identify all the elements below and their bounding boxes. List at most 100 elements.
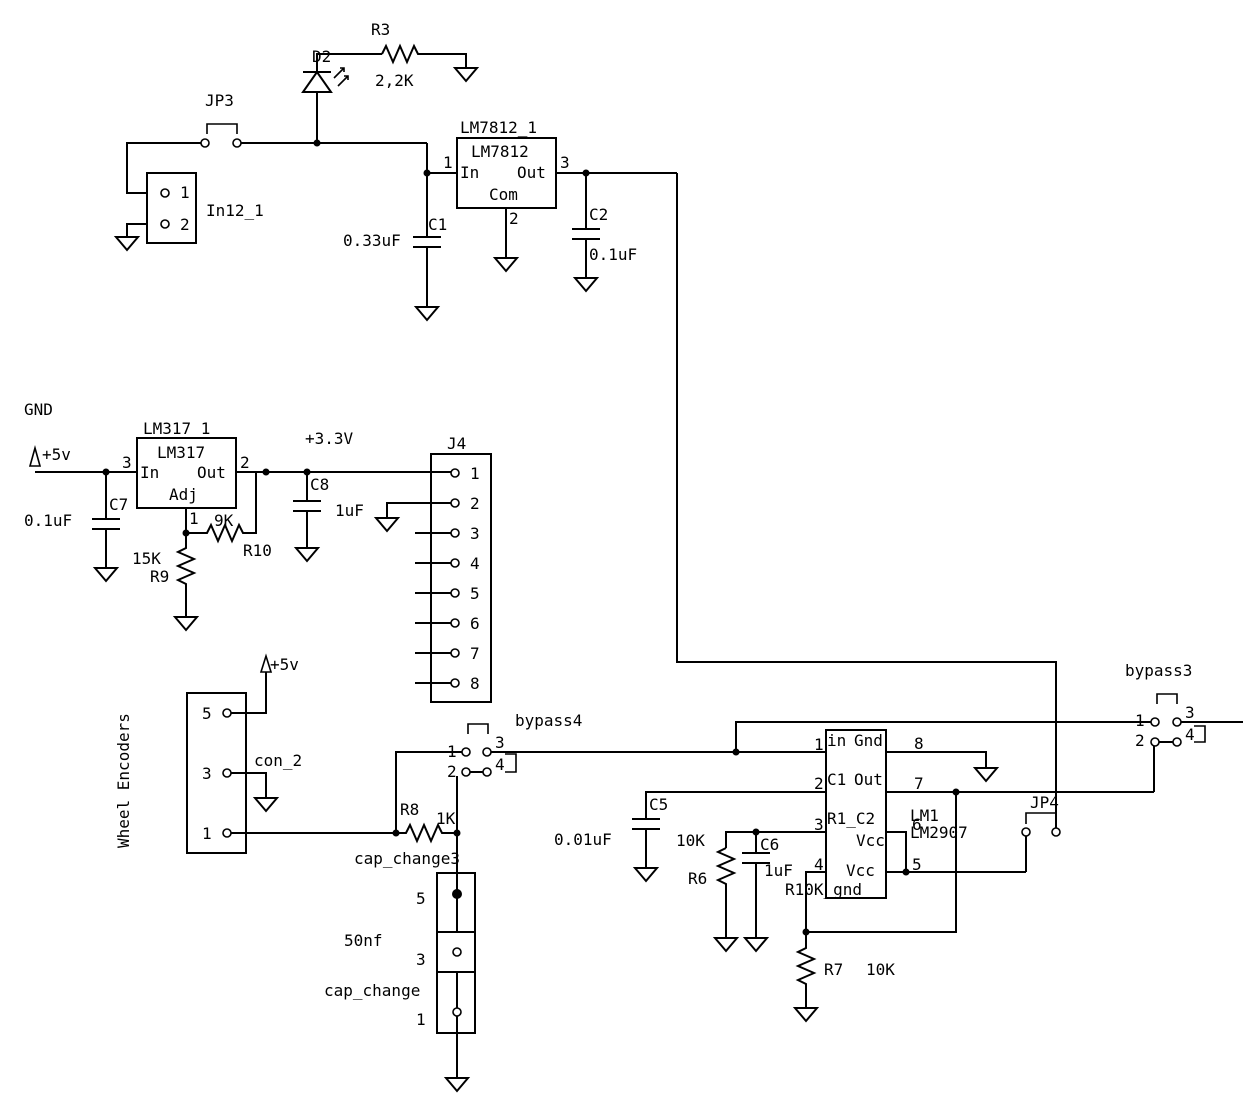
in12-p1: 1 — [180, 183, 190, 202]
j4-pin-3[interactable] — [450, 528, 460, 538]
c5-value: 0.01uF — [554, 830, 612, 849]
r8-ref: R8 — [400, 800, 419, 819]
ground-icon — [415, 306, 439, 321]
c1-value: 0.33uF — [343, 231, 401, 250]
lm1-p6: 6 — [912, 815, 922, 834]
bp3-p3: 3 — [1185, 703, 1195, 722]
r10-ref: R10 — [243, 541, 272, 560]
bypass4-pin-1[interactable] — [461, 747, 471, 757]
r3-resistor-icon — [381, 43, 467, 68]
lm7812-p3: 3 — [560, 153, 570, 172]
bp3-p2: 2 — [1135, 731, 1145, 750]
wire-bp4-left — [395, 751, 462, 833]
c7-ref: C7 — [109, 495, 128, 514]
lm7812-out-label: Out — [517, 163, 546, 182]
reg33-section: GND +5v C7 0.1uF LM317_1 LM317 In Out Ad… — [24, 400, 492, 703]
lm317-name: LM317_1 — [143, 419, 210, 438]
ground-icon — [714, 937, 738, 952]
j4-pin-label: 1 — [470, 464, 480, 483]
ground-icon — [295, 547, 319, 562]
bypass4-pin-2[interactable] — [461, 767, 471, 777]
con2-pin-3[interactable] — [222, 768, 232, 778]
r7-ref: R7 — [824, 960, 843, 979]
bypass4-pin-3[interactable] — [482, 747, 492, 757]
con2-pin-1[interactable] — [222, 828, 232, 838]
capchange3-ref: cap_change3 — [354, 849, 460, 868]
lm2907-vcc-label: Vcc — [856, 831, 885, 850]
ground-icon — [794, 1007, 818, 1022]
bypass4-bracket — [505, 753, 517, 773]
wire-con2-5v — [231, 672, 267, 714]
lm2907-vcc-label: Vcc — [846, 861, 875, 880]
in12-pin-1[interactable] — [160, 188, 170, 198]
wire-c5 — [645, 791, 826, 819]
j4-pin-8[interactable] — [450, 678, 460, 688]
lm317-part: LM317 — [157, 443, 205, 462]
vcc-arrow-icon — [28, 445, 42, 467]
capchange-p1: 1 — [416, 1010, 426, 1029]
lm317-out-label: Out — [197, 463, 226, 482]
ground-icon — [574, 277, 598, 292]
r10-value: 9K — [214, 511, 234, 530]
jp3-pin-2[interactable] — [232, 138, 242, 148]
con2-pin-5[interactable] — [222, 708, 232, 718]
wire-lm2907-p4 — [805, 871, 826, 932]
lm2907-r1c2-label: R1_C2 — [827, 809, 875, 828]
j4-header-box — [430, 453, 492, 703]
in12-pin-2[interactable] — [160, 219, 170, 229]
r6-ref: R6 — [688, 869, 707, 888]
jp3-pin-1[interactable] — [200, 138, 210, 148]
jp3-ref: JP3 — [205, 91, 234, 110]
bypass3-pin-4[interactable] — [1172, 737, 1182, 747]
j4-pin-7[interactable] — [450, 648, 460, 658]
bypass3-bracket — [1156, 693, 1178, 704]
c1-ref: C1 — [428, 215, 447, 234]
lm1-p7: 7 — [914, 774, 924, 793]
bypass3-pin-2[interactable] — [1150, 737, 1160, 747]
lm317-adj-label: Adj — [169, 485, 198, 504]
j4-pin-6[interactable] — [450, 618, 460, 628]
lm2907-box — [825, 729, 887, 899]
wire-con2-gnd — [231, 772, 267, 798]
lm7812-name: LM7812_1 — [460, 118, 537, 137]
bypass4-ref: bypass4 — [515, 711, 582, 730]
capchange-pin-3[interactable] — [452, 947, 462, 957]
jp4-pin-1[interactable] — [1021, 827, 1031, 837]
r8-resistor-icon — [396, 822, 457, 844]
j4-pin-label: 2 — [470, 494, 480, 513]
lm7812-p1: 1 — [443, 153, 453, 172]
wire-vcc-6 — [886, 831, 907, 872]
j4-pin-4[interactable] — [450, 558, 460, 568]
r10-resistor-icon — [186, 472, 257, 544]
lm317-p1: 1 — [189, 509, 199, 528]
lm317-in-label: In — [140, 463, 159, 482]
j4-pin-label: 5 — [470, 584, 480, 603]
bypass3-pin-3[interactable] — [1172, 717, 1182, 727]
j4-ref: J4 — [447, 434, 466, 453]
lm7812-com-label: Com — [489, 185, 518, 204]
capchange-value: 50nf — [344, 931, 383, 950]
bypass4-pin-4[interactable] — [482, 767, 492, 777]
wire-bp4-bypass3 — [735, 721, 1154, 752]
jp3-bracket — [206, 123, 238, 134]
jp4-pin-2[interactable] — [1051, 827, 1061, 837]
bypass3-pin-1[interactable] — [1150, 717, 1160, 727]
lm2907-out-label: Out — [854, 770, 883, 789]
capchange-pin-1[interactable] — [452, 1007, 462, 1017]
j4-pin-2[interactable] — [450, 498, 460, 508]
r9-resistor-icon — [175, 533, 197, 617]
lm1-p4: 4 — [814, 855, 824, 874]
capchange-p5: 5 — [416, 889, 426, 908]
j4-pin-5[interactable] — [450, 588, 460, 598]
d2-ref: D2 — [312, 47, 331, 66]
c2-value: 0.1uF — [589, 245, 637, 264]
lm2907-r10k-label: R10K_gnd — [785, 880, 862, 899]
wire-lm2907-gnd — [886, 751, 987, 768]
r7-resistor-icon — [795, 932, 817, 1008]
ground-icon — [375, 517, 399, 532]
j4-pin-label: 8 — [470, 674, 480, 693]
lm7812-p2: 2 — [509, 209, 519, 228]
j4-pin-1[interactable] — [450, 468, 460, 478]
